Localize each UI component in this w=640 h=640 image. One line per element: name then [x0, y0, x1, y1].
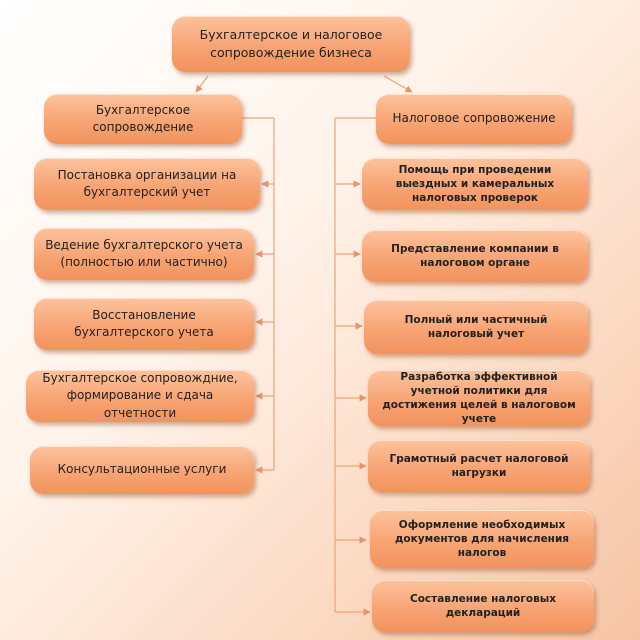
left-item-3: Восстановление бухгалтерского учета: [34, 298, 254, 350]
right-item-1: Помощь при проведении выездных и камерал…: [362, 158, 588, 210]
root-to-right-arrow: [383, 75, 413, 93]
right-item-3: Полный или частичный налоговый учет: [364, 300, 588, 354]
left-item-4: Бухгалтерское сопровождние, формирование…: [26, 370, 254, 422]
right-header-node: Налоговое сопровожение: [376, 94, 572, 144]
root-node: Бухгалтерское и налоговое сопровождение …: [172, 16, 410, 72]
left-item-5: Консультационные услуги: [30, 446, 254, 494]
left-item-1: Постановка организации на бухгалтерский …: [34, 158, 260, 210]
right-item-6: Оформление необходимых документов для на…: [370, 510, 594, 568]
right-item-5: Грамотный расчет налоговой нагрузки: [368, 440, 590, 492]
right-item-4: Разработка эффективной учетной политики …: [368, 370, 590, 426]
left-item-2: Ведение бухгалтерского учета (полностью …: [34, 228, 254, 280]
left-header-node: Бухгалтерское сопровождение: [44, 94, 242, 144]
right-item-7: Составление налоговых деклараций: [372, 580, 594, 632]
root-to-left-arrow: [195, 75, 209, 93]
right-item-2: Представление компании в налоговом орган…: [362, 230, 588, 282]
